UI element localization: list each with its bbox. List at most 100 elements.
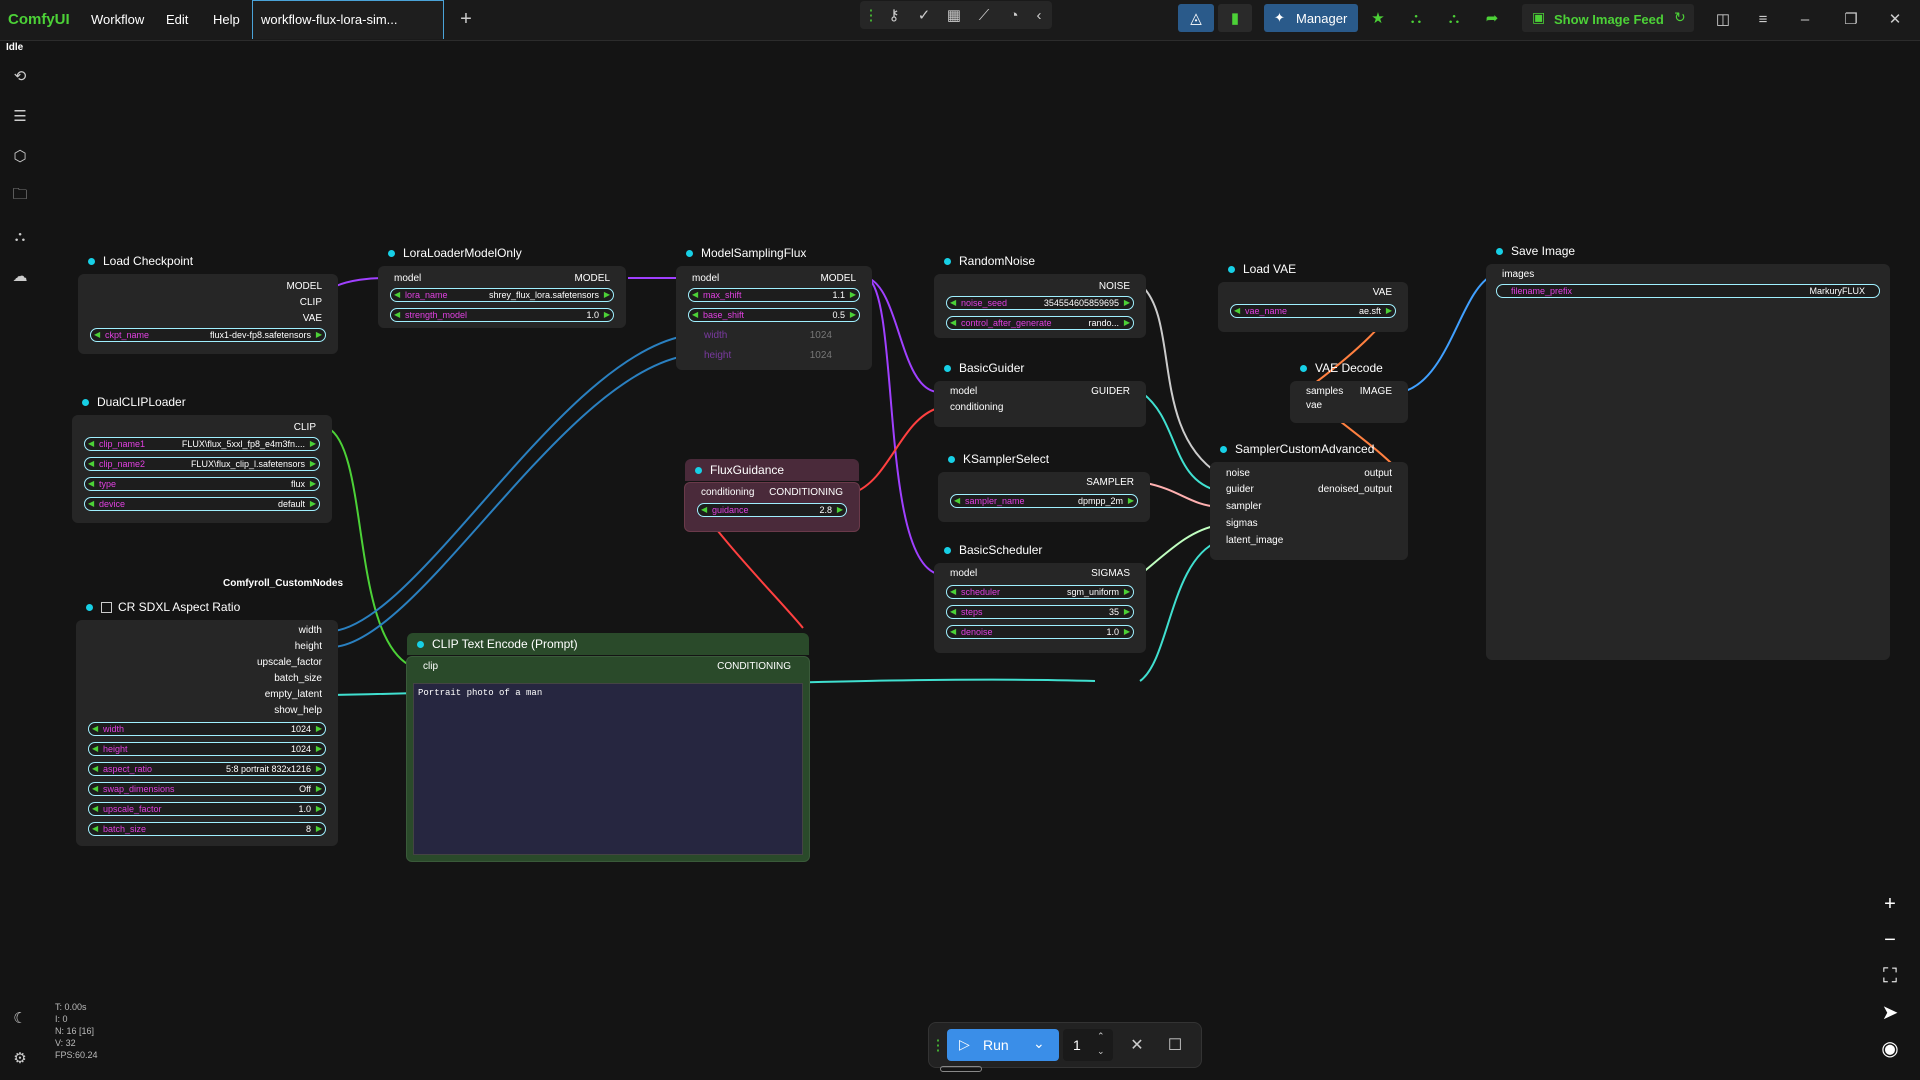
drag-handle-icon[interactable]: ⋮ <box>863 7 879 24</box>
network-alt-icon[interactable]: ⛬ <box>1448 9 1460 27</box>
output-clip[interactable]: CLIP <box>299 297 322 308</box>
close-icon[interactable]: ✕ <box>1888 11 1902 28</box>
panel-toggle-icon[interactable]: ◫ <box>1715 11 1731 28</box>
output-upscale-factor[interactable]: upscale_factor <box>256 657 322 668</box>
hamburger-menu-icon[interactable]: ≡ <box>1758 10 1768 28</box>
new-tab-button[interactable]: + <box>460 7 472 30</box>
output-conditioning[interactable]: CONDITIONING <box>717 661 791 672</box>
model-library-icon[interactable]: ⬡ <box>13 148 27 165</box>
node-lora-loader[interactable]: LoraLoaderModelOnly model MODEL ◀lora_na… <box>378 246 626 328</box>
output-guider[interactable]: GUIDER <box>1091 386 1130 397</box>
app-logo[interactable]: ComfyUI <box>8 11 70 28</box>
menu-workflow[interactable]: Workflow <box>91 12 145 27</box>
input-model[interactable]: model <box>950 386 978 397</box>
menu-help[interactable]: Help <box>213 12 240 27</box>
output-denoised[interactable]: denoised_output <box>1318 484 1392 495</box>
run-button[interactable]: ▷ Run ⌄ <box>947 1029 1059 1061</box>
output-batch-size[interactable]: batch_size <box>274 673 322 684</box>
fit-view-icon[interactable]: ⛶ <box>1883 964 1897 987</box>
table-icon[interactable]: ▦ <box>946 7 962 24</box>
menu-edit[interactable]: Edit <box>166 12 189 27</box>
star-icon[interactable]: ★ <box>1371 10 1385 27</box>
node-flux-guidance[interactable]: FluxGuidance conditioning CONDITIONING ◀… <box>684 459 860 532</box>
input-guider[interactable]: guider <box>1226 484 1254 495</box>
output-output[interactable]: output <box>1364 468 1392 479</box>
zoom-in-icon[interactable]: + <box>1884 892 1896 915</box>
output-model[interactable]: MODEL <box>574 273 610 284</box>
manager-button[interactable]: ✦ Manager <box>1264 4 1358 32</box>
output-vae[interactable]: VAE <box>1372 287 1392 298</box>
queue-list-icon[interactable]: ☰ <box>13 108 27 125</box>
restore-icon[interactable]: ❐ <box>1844 11 1858 28</box>
chevron-down-icon[interactable]: ⌄ <box>1033 1035 1045 1051</box>
settings-gear-icon[interactable]: ⚙ <box>13 1050 27 1067</box>
folder-icon[interactable]: 🗀 <box>12 185 28 203</box>
node-vae-decode[interactable]: VAE Decode samples vae IMAGE <box>1290 361 1408 423</box>
node-basic-guider[interactable]: BasicGuider model conditioning GUIDER <box>934 361 1146 427</box>
node-cr-sdxl-aspect-ratio[interactable]: CR SDXL Aspect Ratio width height upscal… <box>76 600 338 846</box>
output-show-help[interactable]: show_help <box>274 705 322 716</box>
network-icon[interactable]: ⛬ <box>1410 9 1422 27</box>
input-noise[interactable]: noise <box>1226 468 1250 479</box>
check-circle-icon[interactable]: ✓ <box>917 7 931 24</box>
chevron-left-icon[interactable]: ‹ <box>1036 6 1042 24</box>
input-model[interactable]: model <box>394 273 422 284</box>
output-model[interactable]: MODEL <box>286 281 322 292</box>
input-width[interactable]: width <box>704 330 728 341</box>
node-library-icon[interactable]: ⛬ <box>14 227 26 245</box>
input-model[interactable]: model <box>950 568 978 579</box>
input-latent-image[interactable]: latent_image <box>1226 535 1284 546</box>
zoom-out-icon[interactable]: − <box>1884 928 1896 951</box>
github-icon[interactable]: ◔ <box>1009 6 1019 24</box>
cancel-icon[interactable]: ✕ <box>1130 1037 1144 1054</box>
show-image-feed-button[interactable]: ▣ Show Image Feed ↻ <box>1522 4 1694 32</box>
run-bar-handle[interactable] <box>940 1066 982 1072</box>
bookmark-icon[interactable]: ▮ <box>1218 4 1252 32</box>
output-width[interactable]: width <box>298 625 322 636</box>
output-clip[interactable]: CLIP <box>293 422 316 433</box>
output-conditioning[interactable]: CONDITIONING <box>769 487 843 498</box>
share-icon[interactable]: ➦ <box>1485 10 1499 27</box>
output-noise[interactable]: NOISE <box>1098 281 1130 292</box>
prompt-textarea[interactable]: Portrait photo of a man <box>413 683 803 855</box>
node-sampler-custom-advanced[interactable]: SamplerCustomAdvanced noise guider sampl… <box>1210 442 1408 560</box>
minimize-icon[interactable]: – <box>1800 10 1810 28</box>
output-vae[interactable]: VAE <box>302 313 322 324</box>
chart-icon[interactable]: ⟋ <box>978 6 990 24</box>
key-icon[interactable]: ⚷ <box>888 7 900 24</box>
input-images[interactable]: images <box>1502 269 1535 280</box>
input-model[interactable]: model <box>692 273 720 284</box>
navigate-icon[interactable]: ➤ <box>1881 1001 1899 1024</box>
output-image[interactable]: IMAGE <box>1359 386 1392 397</box>
checkbox-icon[interactable] <box>101 601 112 613</box>
stop-icon[interactable]: ☐ <box>1167 1037 1183 1054</box>
output-height[interactable]: height <box>294 641 322 652</box>
output-empty-latent[interactable]: empty_latent <box>264 689 322 700</box>
moon-icon[interactable]: ☾ <box>13 1010 27 1027</box>
input-conditioning[interactable]: conditioning <box>701 487 755 498</box>
